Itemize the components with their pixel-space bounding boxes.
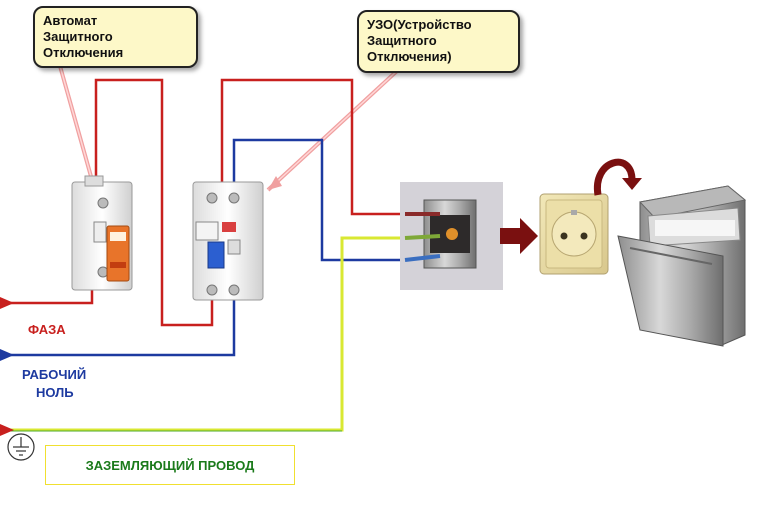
- breaker-callout-line-2: Защитного: [43, 29, 113, 44]
- neutral-label: РАБОЧИЙ НОЛЬ: [22, 366, 86, 402]
- phase-label: ФАЗА: [28, 322, 66, 337]
- ground-label-box: ЗАЗЕМЛЯЮЩИЙ ПРОВОД: [45, 445, 295, 485]
- rcd-callout-line-2: Защитного: [367, 33, 437, 48]
- breaker-callout-line-1: Автомат: [43, 13, 98, 28]
- rcd-device: [192, 181, 264, 301]
- rcd-callout-line-1: УЗО(Устройство: [367, 17, 472, 32]
- junction-box: [400, 182, 503, 290]
- curved-arrow-icon: [593, 158, 642, 196]
- neutral-label-line-1: РАБОЧИЙ: [22, 367, 87, 382]
- rcd-callout: УЗО(Устройство Защитного Отключения): [357, 10, 520, 73]
- ground-symbol-icon: [7, 433, 35, 461]
- flow-arrow-icon: [500, 218, 538, 254]
- ground-wire: [0, 236, 405, 432]
- ground-arrow: [0, 424, 14, 436]
- neutral-label-line-2: НОЛЬ: [36, 385, 74, 400]
- breaker-callout: Автомат Защитного Отключения: [33, 6, 198, 68]
- rcd-pointer: [266, 68, 400, 192]
- phase-wire: [0, 78, 405, 327]
- neutral-arrow: [0, 349, 14, 361]
- breaker-callout-line-3: Отключения: [43, 45, 124, 60]
- power-socket: [539, 193, 609, 275]
- rcd-callout-line-3: Отключения): [367, 49, 452, 64]
- circuit-breaker-device: [71, 175, 133, 291]
- breaker-pointer: [58, 65, 94, 181]
- neutral-wire: [0, 138, 405, 357]
- ground-label: ЗАЗЕМЛЯЮЩИЙ ПРОВОД: [85, 457, 255, 473]
- phase-arrow: [0, 297, 14, 309]
- dishwasher: [617, 185, 747, 347]
